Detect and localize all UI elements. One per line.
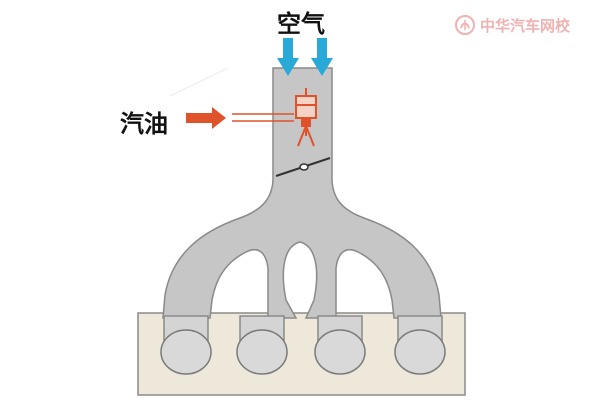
fuel-injector-icon <box>295 88 317 147</box>
fuel-label: 汽油 <box>120 110 168 138</box>
air-label: 空气 <box>277 10 325 38</box>
watermark: 中华汽车网校 <box>454 14 570 36</box>
air-arrow-left <box>277 38 299 76</box>
fuel-line <box>232 113 294 122</box>
air-arrow-right <box>311 38 333 76</box>
cylinder-port-2 <box>236 315 288 375</box>
cylinder-ports <box>160 315 446 375</box>
watermark-text: 中华汽车网校 <box>479 16 570 35</box>
cylinder-port-1 <box>160 315 212 375</box>
air-arrows <box>277 38 333 76</box>
fuel-arrow <box>186 107 226 129</box>
intake-manifold <box>162 67 442 319</box>
cylinder-port-4 <box>394 315 446 375</box>
circle-logo-icon <box>454 15 475 35</box>
throttle-valve-icon <box>275 157 331 177</box>
cylinder-port-3 <box>314 315 366 375</box>
